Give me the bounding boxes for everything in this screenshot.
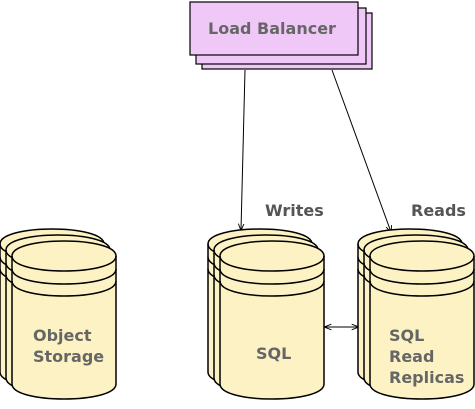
load-balancer-node: Load Balancer [189, 1, 373, 70]
sql-label: SQL [256, 344, 291, 363]
reads-label: Reads [411, 201, 466, 220]
object-storage-node: Object Storage [0, 228, 117, 400]
sql-read-replicas-label-line-2: Read [389, 347, 434, 366]
sql-cylinder [219, 240, 325, 400]
writes-label: Writes [265, 201, 324, 220]
load-balancer-box [189, 1, 359, 56]
writes-edge [241, 69, 246, 230]
sql-read-replicas-label-line-1: SQL [389, 326, 424, 345]
sql-node: SQL [207, 228, 325, 400]
object-storage-cylinder [11, 240, 117, 400]
object-storage-label-line-2: Storage [33, 347, 104, 366]
sql-read-replicas-label-line-3: Replicas [389, 368, 464, 387]
edges: Writes Reads [241, 69, 466, 327]
object-storage-label-line-1: Object [33, 326, 92, 345]
reads-edge [331, 69, 391, 232]
sql-read-replicas-node: SQL Read Replicas [357, 228, 475, 400]
sql-read-replicas-cylinder [369, 240, 475, 400]
load-balancer-label: Load Balancer [208, 19, 336, 38]
